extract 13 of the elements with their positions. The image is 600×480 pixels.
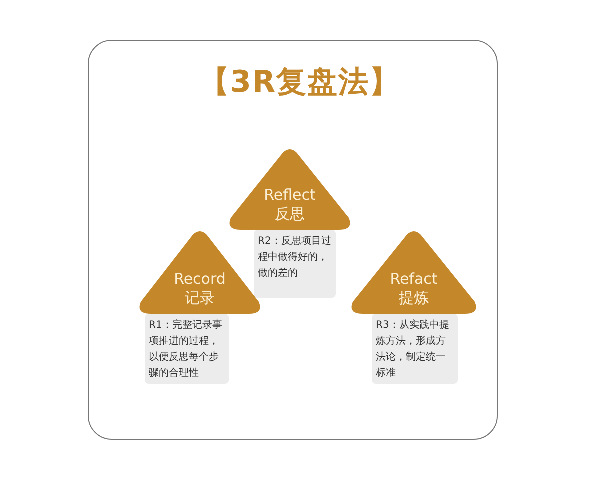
note-card [372, 314, 458, 384]
note-text: R2：反思项目过程中做得好的，做的差的 [258, 234, 332, 281]
heading-text: 记录 [185, 289, 215, 308]
heading-text: 反思 [275, 205, 305, 224]
title: 【3R复盘法】 [200, 64, 400, 102]
heading-text: Refact [390, 270, 438, 289]
heading-text: Reflect [264, 186, 316, 205]
note-card [145, 314, 229, 384]
heading-text: Record [174, 270, 226, 289]
heading-text: 提炼 [399, 289, 429, 308]
note-text: R3：从实践中提炼方法，形成方法论，制定统一标准 [376, 318, 450, 381]
note-card [254, 230, 336, 298]
note-text: R1：完整记录事项推进的过程，以便反思每个步骤的合理性 [149, 318, 224, 381]
